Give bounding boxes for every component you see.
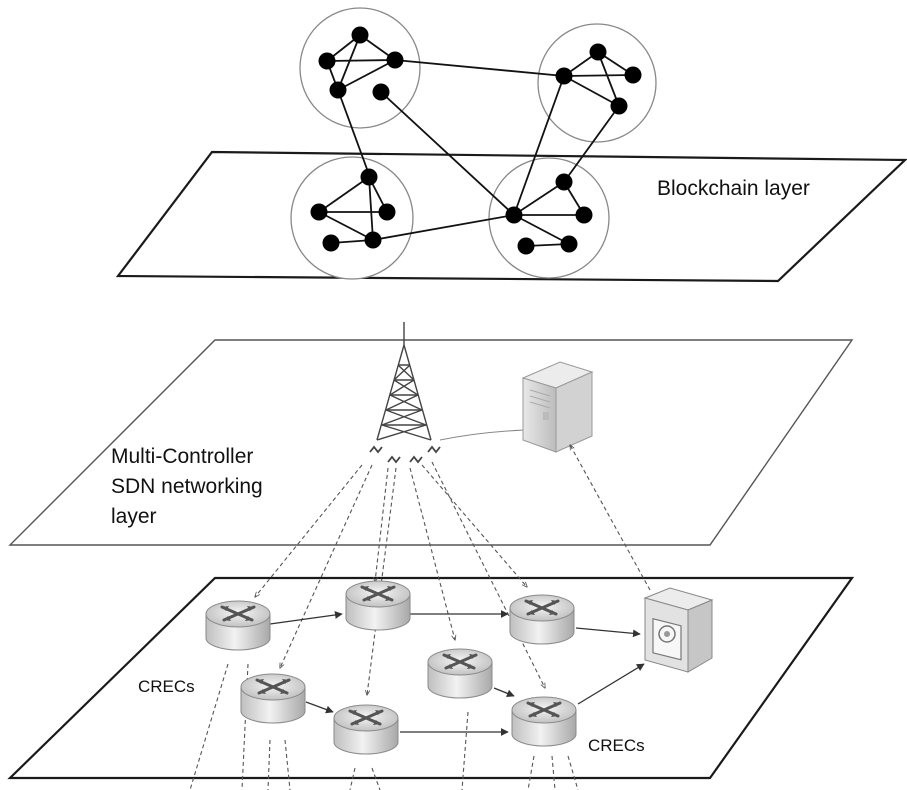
router-icon <box>344 579 412 632</box>
router-icon <box>204 599 272 652</box>
blockchain-node <box>378 203 396 221</box>
switch-icon <box>643 587 714 673</box>
sdn-layer: Multi-Controller SDN networking layer <box>8 322 854 546</box>
blockchain-node <box>555 67 573 85</box>
sdn-plane <box>8 339 854 546</box>
sdn-layer-label-line2: SDN networking <box>111 475 263 498</box>
router-icon <box>508 593 576 646</box>
blockchain-node <box>329 81 347 99</box>
blockchain-node <box>517 237 535 255</box>
blockchain-node <box>575 206 593 224</box>
blockchain-node <box>372 83 390 101</box>
blockchain-node <box>624 66 642 84</box>
blockchain-node <box>364 231 382 249</box>
blockchain-layer-label: Blockchain layer <box>657 177 810 200</box>
router-icon <box>239 672 307 725</box>
blockchain-node <box>560 235 578 253</box>
control-links <box>189 445 651 790</box>
cluster-top-left <box>299 7 421 129</box>
tower-server-link <box>439 429 526 441</box>
blockchain-nodes <box>310 26 642 255</box>
cluster-top-right <box>537 23 657 143</box>
router-icon <box>426 647 494 700</box>
inter-cluster-links <box>337 59 620 241</box>
blockchain-node <box>610 97 628 115</box>
radio-tower-icon <box>369 322 441 464</box>
crecs-layer: CRECs CRECs <box>7 445 855 790</box>
crecs-label-left: CRECs <box>138 677 195 696</box>
router-icon <box>510 695 578 748</box>
blockchain-node <box>322 234 340 252</box>
blockchain-node <box>505 206 523 224</box>
blockchain-node <box>351 26 369 44</box>
crecs-label-right: CRECs <box>588 736 645 755</box>
cluster-bottom-left <box>290 156 414 280</box>
blockchain-layer: Blockchain layer <box>115 7 907 283</box>
blockchain-node <box>310 203 328 221</box>
blockchain-node <box>555 173 573 191</box>
sdn-layer-label-line3: layer <box>111 505 157 528</box>
blockchain-node <box>318 52 336 70</box>
data-links <box>269 610 645 736</box>
blockchain-node <box>589 43 607 61</box>
blockchain-node <box>386 51 404 69</box>
server-icon <box>521 361 594 453</box>
sdn-layer-label-line1: Multi-Controller <box>111 445 253 468</box>
blockchain-node <box>360 168 378 186</box>
router-icon <box>332 703 400 756</box>
